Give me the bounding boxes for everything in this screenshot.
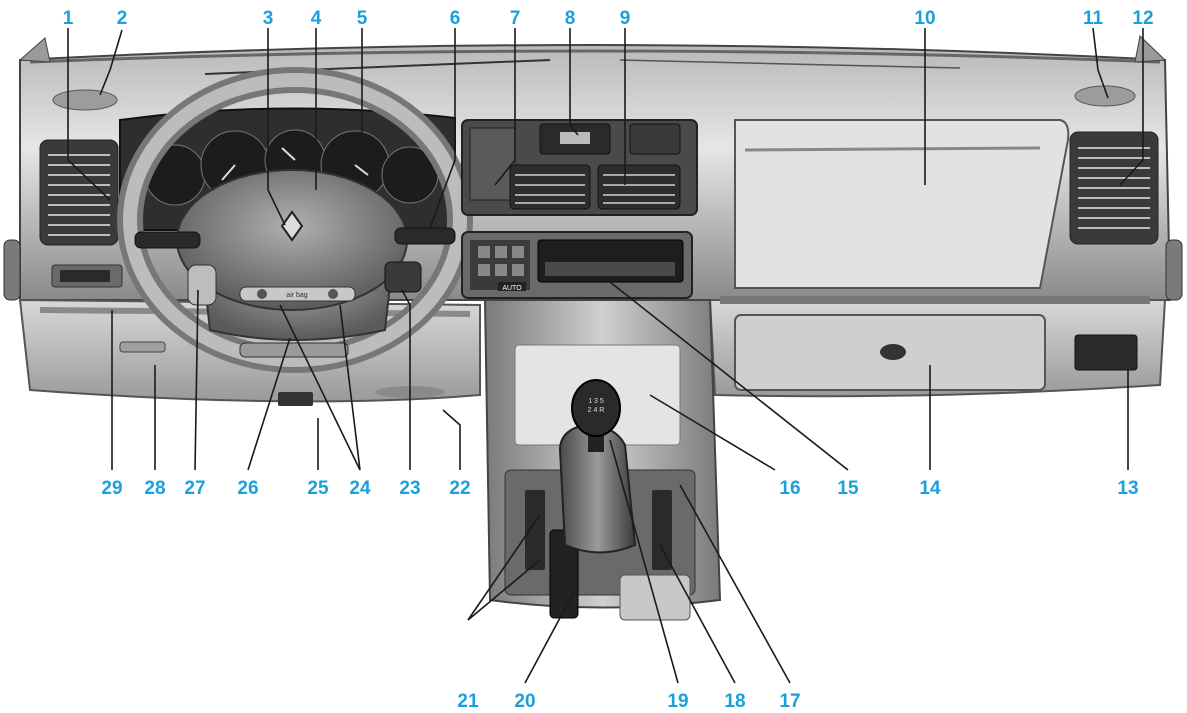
callout-27: 27 <box>184 478 205 499</box>
upper-glovebox <box>734 119 1070 289</box>
callout-numbers: 1 2 3 4 5 6 7 8 9 10 11 12 13 14 15 16 1… <box>63 8 1154 712</box>
callout-8: 8 <box>565 8 576 29</box>
left-side-vent <box>39 139 119 246</box>
callout-11: 11 <box>1083 8 1104 29</box>
callout-23: 23 <box>399 478 420 499</box>
callout-28: 28 <box>144 478 165 499</box>
left-storage <box>119 341 166 353</box>
centre-stack <box>461 119 698 216</box>
wiper-switch <box>384 261 422 293</box>
leader-lines <box>67 27 1144 684</box>
callout-16: 16 <box>779 478 800 499</box>
left-stalk <box>134 231 201 249</box>
callout-29: 29 <box>101 478 122 499</box>
speaker-right <box>1074 85 1136 107</box>
callout-15: 15 <box>837 478 859 499</box>
bonnet-release <box>278 392 313 406</box>
callout-2: 2 <box>117 8 128 29</box>
callout-17: 17 <box>779 691 800 712</box>
callout-4: 4 <box>311 8 322 29</box>
horn-switch-left <box>187 264 217 306</box>
callout-1: 1 <box>63 8 74 29</box>
airbag-label: air bag <box>286 292 308 299</box>
callout-25: 25 <box>307 478 329 499</box>
callout-21: 21 <box>457 691 479 712</box>
right-stalk <box>394 227 456 245</box>
callout-3: 3 <box>263 8 274 29</box>
radio-tray <box>537 239 684 283</box>
callout-13: 13 <box>1117 478 1138 499</box>
callout-24: 24 <box>349 478 371 499</box>
callout-19: 19 <box>667 691 688 712</box>
speaker-left <box>52 89 118 111</box>
callout-12: 12 <box>1132 8 1153 29</box>
callout-18: 18 <box>724 691 745 712</box>
callout-20: 20 <box>514 691 535 712</box>
callout-10: 10 <box>914 8 935 29</box>
callout-7: 7 <box>510 8 521 29</box>
cup-holder-right <box>1074 334 1138 371</box>
callout-6: 6 <box>450 8 461 29</box>
lower-glovebox <box>734 314 1046 391</box>
callout-26: 26 <box>237 478 258 499</box>
callout-5: 5 <box>357 8 368 29</box>
left-switch-panel <box>51 264 123 288</box>
auto-button-label: AUTO <box>502 285 522 292</box>
callout-9: 9 <box>620 8 631 29</box>
steering-wheel: air bag <box>117 67 473 373</box>
callout-14: 14 <box>919 478 941 499</box>
callout-22: 22 <box>449 478 470 499</box>
right-side-vent <box>1069 131 1159 245</box>
